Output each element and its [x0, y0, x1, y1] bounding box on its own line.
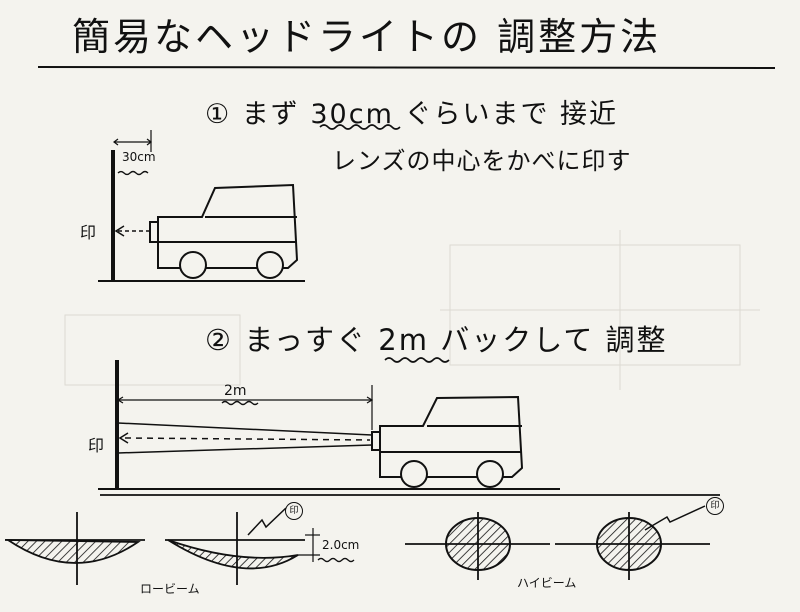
squiggle-30cm [319, 124, 401, 130]
high-beam-mark: 印 [706, 497, 724, 515]
distance-2m-label: 2m [224, 383, 247, 399]
drop-2cm-label: 2.0cm [322, 538, 360, 552]
step-1-heading: ① まず 30cm ぐらいまで 接近 [205, 99, 619, 130]
squiggle-30cm-small [117, 170, 149, 176]
step-1-subtext: レンズの中心をかべに印す [332, 147, 632, 175]
squiggle-2m-small [221, 400, 259, 406]
wall-mark-1: 印 [80, 223, 97, 242]
distance-30cm-label: 30cm [122, 150, 156, 164]
step-2-heading: ② まっすぐ 2m バックして 調整 [205, 323, 668, 357]
low-beam-mark: 印 [285, 502, 303, 520]
wheel-2a [400, 460, 428, 488]
page-title: 簡易なヘッドライトの 調整方法 [72, 15, 662, 59]
squiggle-2cm-small [317, 557, 355, 563]
low-beam-caption: ロービーム [140, 582, 200, 596]
wheel-2b [476, 460, 504, 488]
high-beam-diagrams [405, 505, 710, 580]
wheel-1b [256, 251, 284, 279]
squiggle-2m [384, 357, 450, 363]
high-beam-caption: ハイビーム [517, 576, 577, 590]
wall-mark-2: 印 [88, 436, 105, 455]
scene-2 [98, 360, 560, 490]
title-underline [37, 66, 776, 69]
faint-background [64, 230, 760, 390]
wheel-1a [179, 251, 207, 279]
scene-1 [98, 130, 305, 282]
low-beam-diagrams [4, 507, 320, 585]
